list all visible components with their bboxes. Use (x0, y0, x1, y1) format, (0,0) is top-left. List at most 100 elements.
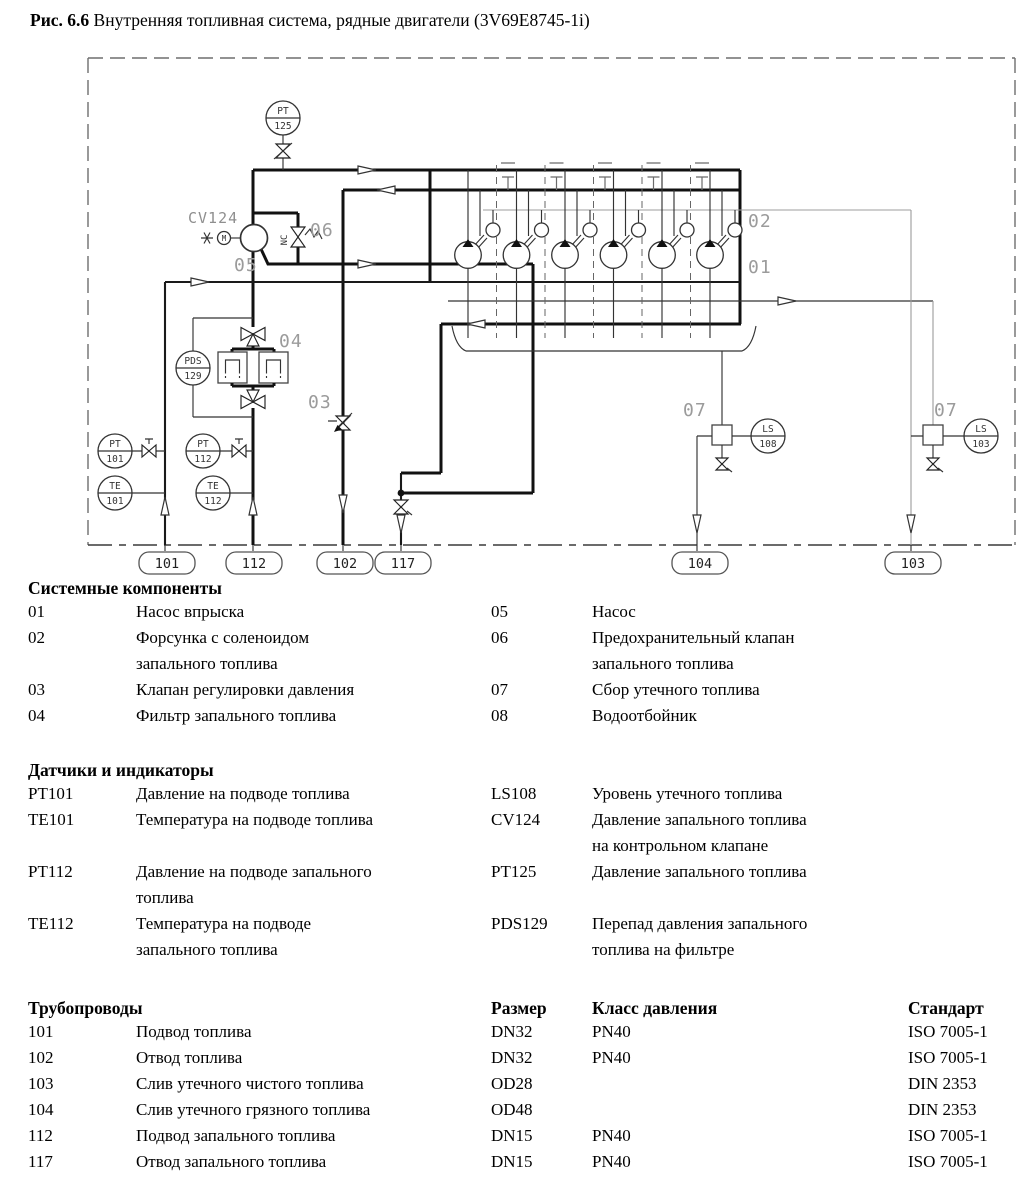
pipeline-class: PN40 (592, 1048, 631, 1067)
component-04-label: 04 (279, 331, 303, 352)
diagram-border (87, 57, 1016, 546)
legend-row: топлива (0, 888, 1028, 914)
ls108-tag: LS (762, 424, 774, 435)
legend-row: 03 Клапан регулировки давления 07 Сбор у… (0, 680, 1028, 706)
pipeline-name: Подвод топлива (136, 1022, 252, 1041)
injector-icon (582, 222, 598, 238)
component-01-label: 01 (748, 257, 772, 278)
pt112-instrument: PT 112 (185, 433, 253, 469)
pipeline-size: DN32 (491, 1022, 533, 1041)
legend-row: TE112 Температура на подводе PDS129 Пере… (0, 914, 1028, 940)
pipeline-name: Слив утечного чистого топлива (136, 1074, 364, 1093)
sensors-section: Датчики и индикаторы PT101 Давление на п… (0, 760, 1028, 966)
ls108-instrument: LS 108 (732, 418, 786, 454)
pipeline-size: DN15 (491, 1126, 533, 1145)
sensor-code: LS108 (491, 784, 537, 803)
pipelines-section: Трубопроводы Размер Класс давления Станд… (0, 998, 1028, 1178)
te112-tag: TE (207, 481, 219, 492)
pipeline-number: 102 (28, 1048, 54, 1067)
legend-row: 01 Насос впрыска 05 Насос (0, 602, 1028, 628)
line-117-valve (392, 489, 413, 516)
column-standard-header: Стандарт (908, 998, 984, 1018)
component-name: Фильтр запального топлива (136, 706, 337, 725)
injection-pump-column (454, 170, 501, 338)
pipeline-number: 103 (28, 1074, 54, 1093)
figure-title: Рис. 6.6 Внутренняя топливная система, р… (30, 10, 590, 31)
injection-pump-column (599, 170, 647, 338)
component-name: Предохранительный клапан (592, 628, 795, 647)
pressure-control-valve-03: 03 (308, 392, 353, 432)
injection-pump-block: 02 01 (454, 162, 772, 338)
pipeline-standard: ISO 7005-1 (908, 1048, 988, 1067)
pipeline-size: DN15 (491, 1152, 533, 1171)
pipeline-row: 103 Слив утечного чистого топлива OD28 D… (0, 1074, 1028, 1100)
component-02-label: 02 (748, 211, 772, 232)
sensor-name: Давление на подводе запального (136, 862, 372, 881)
pt112-tag: PT (197, 439, 209, 450)
component-name: запального топлива (592, 654, 734, 673)
component-07b-label: 07 (934, 400, 958, 421)
pipeline-standard: ISO 7005-1 (908, 1022, 988, 1041)
component-name: Насос впрыска (136, 602, 245, 621)
pt101-number: 101 (106, 454, 123, 465)
ls103-tag: LS (975, 424, 987, 435)
pds129-instrument: PDS 129 (175, 317, 253, 418)
pipeline-size: OD28 (491, 1074, 533, 1093)
pipe-label-104: 104 (688, 556, 712, 572)
pipe-label-117: 117 (391, 556, 415, 572)
pipeline-row: 102 Отвод топлива DN32 PN40 ISO 7005-1 (0, 1048, 1028, 1074)
injector-icon (679, 222, 695, 238)
ls108-number: 108 (759, 439, 776, 450)
pipeline-number: 101 (28, 1022, 54, 1041)
pipe-label-103: 103 (901, 556, 925, 572)
sensors-heading: Датчики и индикаторы (28, 760, 214, 780)
pipeline-standard: DIN 2353 (908, 1074, 977, 1093)
legend-row: запального топлива топлива на фильтре (0, 940, 1028, 966)
sensor-name: на контрольном клапане (592, 836, 769, 855)
pt101-instrument: PT 101 (97, 433, 165, 469)
component-05-label: 05 (234, 255, 258, 276)
component-name: Сбор утечного топлива (592, 680, 760, 699)
sensor-name: Давление на подводе топлива (136, 784, 350, 803)
pipeline-standard: DIN 2353 (908, 1100, 977, 1119)
sensor-name: топлива (136, 888, 194, 907)
sensor-name: запального топлива (136, 940, 278, 959)
nc-label: NC (280, 235, 290, 246)
pipeline-name: Отвод топлива (136, 1048, 243, 1067)
pt125-root-valve (273, 142, 293, 160)
sensor-code: TE112 (28, 914, 74, 933)
pipeline-number: 104 (28, 1100, 54, 1119)
components-heading: Системные компоненты (28, 578, 222, 598)
pipeline-name: Слив утечного грязного топлива (136, 1100, 371, 1119)
legend-row: PT101 Давление на подводе топлива LS108 … (0, 784, 1028, 810)
injection-pump-column (551, 170, 598, 338)
sensor-name: топлива на фильтре (592, 940, 735, 959)
te101-number: 101 (106, 496, 123, 507)
ls103-number: 103 (972, 439, 989, 450)
sensor-name: Давление запального топлива (592, 810, 807, 829)
component-number: 01 (28, 602, 45, 621)
component-name: Клапан регулировки давления (136, 680, 355, 699)
component-name: Водоотбойник (592, 706, 697, 725)
sensor-name: Температура на подводе топлива (136, 810, 374, 829)
legend-row: на контрольном клапане (0, 836, 1028, 862)
flow-arrows (160, 165, 916, 534)
sensor-name: Давление запального топлива (592, 862, 807, 881)
component-06-label: 06 (310, 220, 334, 241)
component-name: Насос (592, 602, 636, 621)
pds129-number: 129 (184, 371, 201, 382)
pipeline-name: Отвод запального топлива (136, 1152, 327, 1171)
component-number: 08 (491, 706, 508, 725)
figure-caption: Внутренняя топливная система, рядные дви… (89, 10, 590, 30)
component-07a-label: 07 (683, 400, 707, 421)
pipeline-size: OD48 (491, 1100, 533, 1119)
injector-icon (533, 222, 550, 238)
pt125-tag: PT (277, 106, 289, 117)
pipeline-standard: ISO 7005-1 (908, 1152, 988, 1171)
asterisk-icon (201, 232, 213, 244)
pipeline-class: PN40 (592, 1022, 631, 1041)
te101-instrument: TE 101 (97, 475, 165, 511)
pipeline-number: 112 (28, 1126, 53, 1145)
pipeline-row: 112 Подвод запального топлива DN15 PN40 … (0, 1126, 1028, 1152)
motor-label: M (222, 234, 227, 243)
